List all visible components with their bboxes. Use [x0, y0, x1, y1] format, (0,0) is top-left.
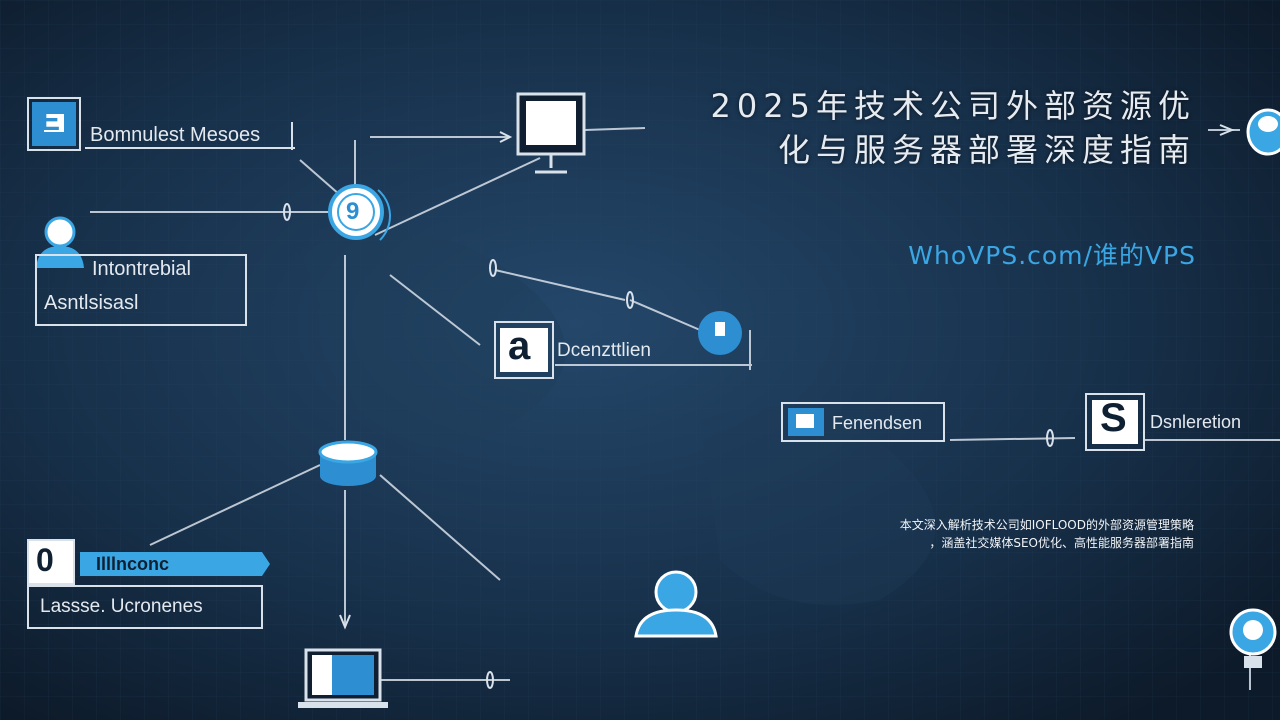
bottom-left-node	[27, 539, 270, 629]
database-icon	[318, 440, 378, 486]
title-line-2: 化与服务器部署深度指南	[777, 131, 1196, 169]
lightbulb-icon	[1229, 608, 1277, 668]
right-mid-node	[781, 402, 945, 442]
pin-icon	[1246, 108, 1280, 156]
top-left-label: Bomnulest Mesoes	[90, 124, 261, 146]
box-e-label: E	[40, 104, 61, 137]
bottom-left-badge-label: Illlnconc	[96, 554, 170, 574]
site-name: WhoVPS.com/谁的VPS	[908, 241, 1196, 270]
center-box-node	[494, 311, 742, 379]
left-mid-label-2: Asntlsisasl	[44, 292, 139, 314]
left-mid-label-1: Intontrebial	[92, 258, 191, 280]
description: 本文深入解析技术公司如IOFLOOD的外部资源管理策略 ，涵盖社交媒体SEO优化…	[900, 516, 1194, 552]
top-left-node	[27, 97, 295, 151]
page-title: 2025年技术公司外部资源优 化与服务器部署深度指南	[711, 84, 1196, 172]
monitor-icon	[516, 92, 586, 174]
node-letter-label: 9	[346, 198, 360, 225]
description-line-2: ，涵盖社交媒体SEO优化、高性能服务器部署指南	[929, 536, 1194, 550]
network-node-icon	[328, 184, 391, 241]
right-mid-label: Fenendsen	[832, 413, 923, 433]
bottom-left-label: Lassse. Ucronenes	[40, 596, 203, 617]
number-box-label: 0	[36, 542, 54, 578]
right-far-node	[1085, 393, 1145, 451]
center-box-label: Dcenzttlien	[557, 340, 651, 361]
right-far-label: Dsnleretion	[1150, 412, 1242, 432]
user-icon-bottom	[634, 570, 718, 638]
title-line-1: 2025年技术公司外部资源优	[710, 87, 1196, 125]
box-s-label: S	[1100, 396, 1127, 440]
user-icon	[35, 216, 247, 326]
box-a-label: a	[508, 324, 531, 368]
laptop-icon	[298, 648, 388, 708]
description-line-1: 本文深入解析技术公司如IOFLOOD的外部资源管理策略	[899, 518, 1194, 532]
